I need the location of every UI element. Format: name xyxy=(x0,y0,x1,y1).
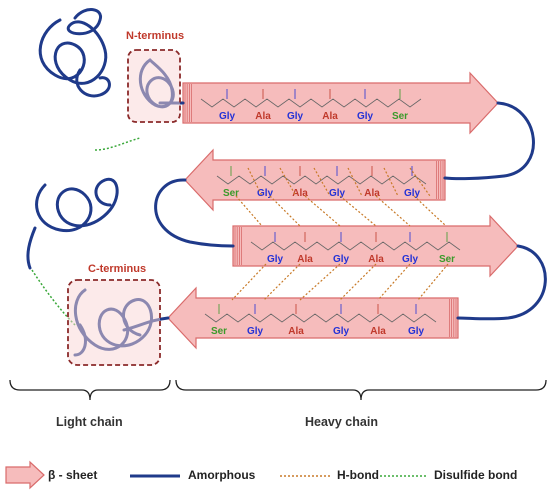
legend-beta-sheet-icon xyxy=(5,460,45,490)
residue-label: Gly xyxy=(357,111,374,122)
residue-label: Gly xyxy=(408,326,425,337)
amorphous-coil xyxy=(35,177,119,233)
chain-brace xyxy=(175,379,547,401)
n-terminus-box xyxy=(127,49,181,123)
c-terminus-box xyxy=(67,279,161,366)
n-terminus-label: N-terminus xyxy=(126,30,185,42)
residue-label: Ala xyxy=(292,188,308,199)
residue-label: Ser xyxy=(439,254,455,265)
h-bond xyxy=(235,195,263,227)
legend-disulfide-label: Disulfide bond xyxy=(434,468,518,482)
residue-label: Gly xyxy=(333,326,350,337)
residue-label: Gly xyxy=(219,111,236,122)
peptide-backbone xyxy=(200,98,422,108)
h-bond xyxy=(269,195,301,227)
beta-sheet-arrow xyxy=(167,286,459,350)
residue-label: Ser xyxy=(392,111,408,122)
residue-label: Gly xyxy=(287,111,304,122)
residue-label: Gly xyxy=(267,254,284,265)
h-bond xyxy=(413,195,447,227)
beta-sheet-arrow xyxy=(184,148,446,212)
amorphous-coil xyxy=(38,8,108,85)
amorphous-link xyxy=(456,244,547,321)
residue-label: Ala xyxy=(322,111,338,122)
h-bond xyxy=(247,167,263,197)
legend-amorphous-label: Amorphous xyxy=(188,468,256,482)
residue-label: Ala xyxy=(364,188,380,199)
residue-label: Ser xyxy=(223,188,239,199)
h-bond xyxy=(417,263,449,301)
residue-label: Ser xyxy=(211,326,227,337)
amorphous-coil xyxy=(26,226,37,270)
residue-label: Gly xyxy=(333,254,350,265)
disulfide-bond xyxy=(94,137,141,151)
residue-label: Ala xyxy=(288,326,304,337)
residue-label: Ala xyxy=(368,254,384,265)
residue-label: Gly xyxy=(404,188,421,199)
peptide-backbone xyxy=(216,175,427,185)
residue-label: Ala xyxy=(370,326,386,337)
light-chain-label: Light chain xyxy=(56,415,123,429)
h-bond xyxy=(339,263,377,301)
h-bond xyxy=(279,167,297,197)
amorphous-link xyxy=(443,101,535,181)
h-bond xyxy=(263,263,301,301)
h-bond xyxy=(409,167,431,197)
residue-label: Gly xyxy=(329,188,346,199)
residue-label: Gly xyxy=(247,326,264,337)
beta-sheet-arrow xyxy=(182,71,499,135)
h-bond xyxy=(299,263,341,301)
h-bond xyxy=(377,263,411,301)
beta-sheet-arrow xyxy=(232,214,519,278)
c-terminus-label: C-terminus xyxy=(88,263,147,275)
amorphous-link xyxy=(154,178,235,248)
peptide-backbone xyxy=(250,241,461,251)
legend-beta-sheet-label: β - sheet xyxy=(48,468,98,482)
peptide-backbone xyxy=(204,313,437,323)
h-bond xyxy=(313,167,331,197)
h-bond xyxy=(231,263,267,301)
legend-hbond-label: H-bond xyxy=(337,468,379,482)
residue-label: Gly xyxy=(257,188,274,199)
residue-label: Gly xyxy=(402,254,419,265)
chain-brace xyxy=(9,379,171,401)
h-bond xyxy=(347,167,363,197)
amorphous-coil xyxy=(75,68,111,98)
residue-label: Ala xyxy=(255,111,271,122)
h-bond xyxy=(383,167,399,197)
h-bond xyxy=(375,195,411,227)
residue-label: Ala xyxy=(297,254,313,265)
heavy-chain-label: Heavy chain xyxy=(305,415,378,429)
